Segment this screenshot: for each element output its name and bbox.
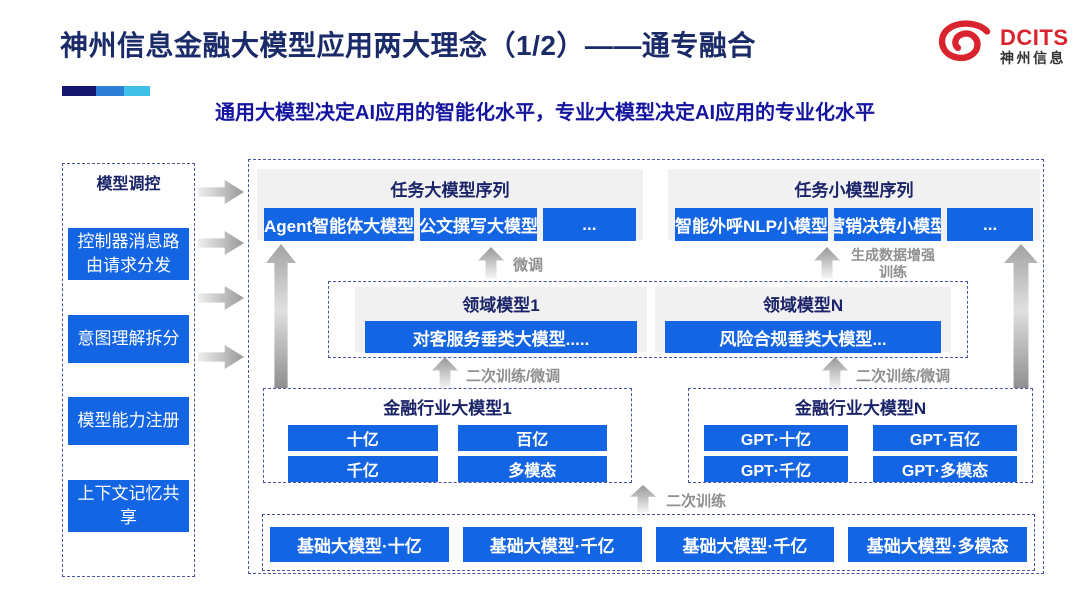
panel-title: 任务小模型序列 bbox=[794, 181, 914, 200]
model-chip: ... bbox=[542, 208, 636, 241]
panel-title: 金融行业大模型N bbox=[794, 399, 927, 418]
finetune-label: 微调 bbox=[513, 257, 544, 274]
gen-data-training-label: 生成数据增强训练 bbox=[851, 247, 935, 280]
model-chip: GPT·十亿 bbox=[704, 425, 848, 451]
logo-brand-cn: 神州信息 bbox=[1000, 49, 1066, 66]
model-chip: 公文撰写大模型 bbox=[420, 208, 537, 241]
model-chip: 基础大模型·千亿 bbox=[655, 527, 835, 562]
model-chip: 基础大模型·十亿 bbox=[270, 527, 449, 562]
panel-title: 金融行业大模型1 bbox=[383, 399, 512, 418]
model-chip: 对客服务垂类大模型..... bbox=[365, 321, 637, 353]
sidebar-item: 上下文记忆共享 bbox=[68, 479, 189, 532]
model-control-sidebar: 模型调控 控制器消息路由请求分发 意图理解拆分 模型能力注册 上下文记忆共享 bbox=[62, 163, 195, 577]
model-chip: ... bbox=[947, 208, 1033, 241]
sidebar-title: 模型调控 bbox=[96, 176, 161, 193]
sidebar-item: 模型能力注册 bbox=[68, 397, 189, 446]
model-chip: 多模态 bbox=[457, 456, 607, 482]
model-chip: Agent智能体大模型 bbox=[264, 208, 415, 241]
industry-model-1-box: 金融行业大模型1 十亿百亿千亿多模态 bbox=[263, 388, 632, 483]
model-chip: 百亿 bbox=[457, 425, 607, 451]
model-chip: GPT·千亿 bbox=[704, 456, 848, 482]
dcits-swirl-icon bbox=[936, 20, 994, 71]
task-small-model-panel: 任务小模型序列 智能外呼NLP小模型营销决策小模型... bbox=[668, 169, 1040, 241]
model-chip: GPT·多模态 bbox=[873, 456, 1017, 482]
task-large-model-panel: 任务大模型序列 Agent智能体大模型公文撰写大模型... bbox=[257, 169, 643, 241]
model-chip: GPT·百亿 bbox=[873, 425, 1017, 451]
model-chip: 智能外呼NLP小模型 bbox=[675, 208, 828, 241]
accent-segment-navy bbox=[62, 86, 96, 96]
sidebar-items: 控制器消息路由请求分发 意图理解拆分 模型能力注册 上下文记忆共享 bbox=[68, 194, 189, 566]
panel-title: 领域模型N bbox=[762, 296, 844, 315]
model-chip: 基础大模型·千亿 bbox=[462, 527, 642, 562]
industry-model-n-box: 金融行业大模型N GPT·十亿 GPT·百亿 GPT·千亿 GPT·多模态 bbox=[688, 388, 1033, 483]
accent-segment-cyan bbox=[124, 86, 150, 96]
model-chip: 风险合规垂类大模型... bbox=[665, 321, 941, 353]
model-grid: GPT·十亿 GPT·百亿 GPT·千亿 GPT·多模态 bbox=[689, 425, 1032, 482]
panel-title: 领域模型1 bbox=[462, 296, 540, 315]
title-accent-bar bbox=[62, 86, 150, 96]
model-chip: 十亿 bbox=[288, 425, 438, 451]
panel-title: 任务大模型序列 bbox=[390, 181, 510, 200]
domain-model-1-panel: 领域模型1 对客服务垂类大模型..... bbox=[355, 287, 647, 353]
secondary-finetune-label: 二次训练/微调 bbox=[856, 368, 951, 385]
page-title: 神州信息金融大模型应用两大理念（1/2）——通专融合 bbox=[60, 30, 756, 61]
domain-models-box: 领域模型1 对客服务垂类大模型..... 领域模型N 风险合规垂类大模型... bbox=[328, 281, 968, 358]
accent-segment-blue bbox=[96, 86, 124, 96]
arrow-right-icon bbox=[198, 286, 244, 310]
secondary-training-label: 二次训练 bbox=[666, 493, 727, 510]
arrow-right-icon bbox=[198, 345, 244, 369]
model-chip-row: 智能外呼NLP小模型营销决策小模型... bbox=[675, 208, 1033, 241]
arrow-right-icon bbox=[198, 231, 244, 255]
secondary-finetune-label: 二次训练/微调 bbox=[466, 368, 561, 385]
slide-subtitle: 通用大模型决定AI应用的智能化水平，专业大模型决定AI应用的专业化水平 bbox=[215, 102, 875, 124]
model-chip: 基础大模型·多模态 bbox=[848, 527, 1027, 562]
base-models-box: 基础大模型·十亿基础大模型·千亿基础大模型·千亿基础大模型·多模态 bbox=[262, 514, 1035, 571]
model-chip: 营销决策小模型 bbox=[834, 208, 942, 241]
dcits-logo: DCITS 神州信息 bbox=[936, 20, 1069, 71]
logo-brand: DCITS bbox=[1000, 24, 1069, 50]
sidebar-item: 控制器消息路由请求分发 bbox=[68, 228, 189, 281]
arrow-right-icon bbox=[198, 180, 244, 204]
model-chip-row: Agent智能体大模型公文撰写大模型... bbox=[264, 208, 636, 241]
sidebar-item: 意图理解拆分 bbox=[68, 314, 189, 363]
model-grid: 十亿百亿千亿多模态 bbox=[264, 425, 631, 482]
domain-model-n-panel: 领域模型N 风险合规垂类大模型... bbox=[655, 287, 951, 353]
model-chip: 千亿 bbox=[288, 456, 438, 482]
